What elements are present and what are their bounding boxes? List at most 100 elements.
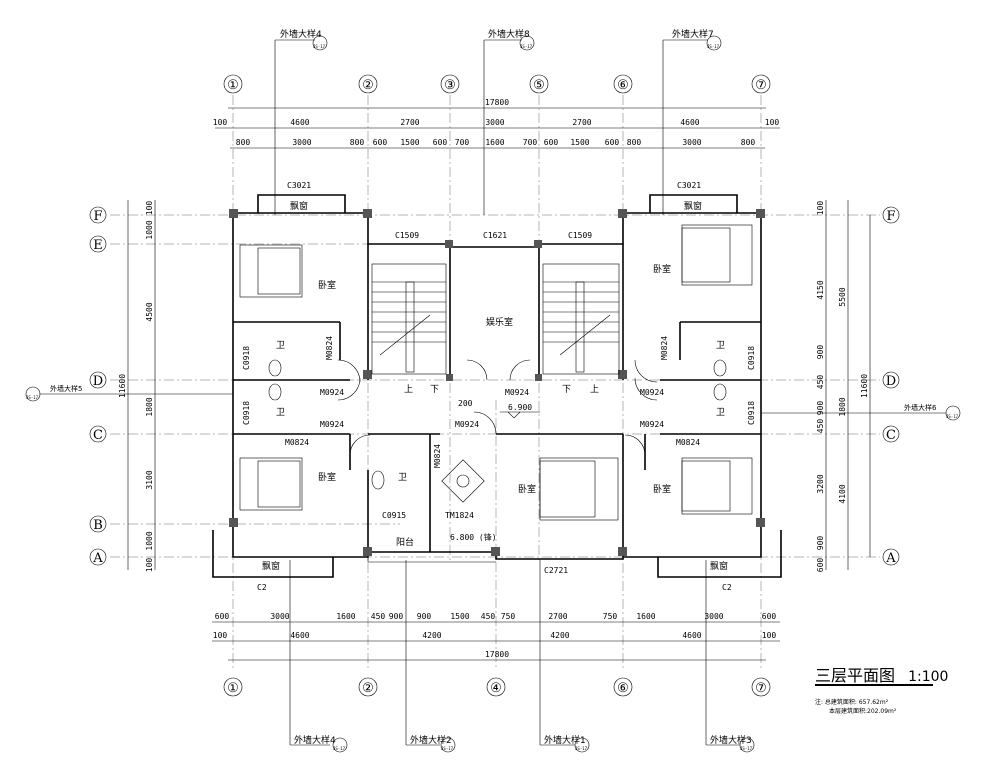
svg-text:1600: 1600 xyxy=(485,138,504,147)
svg-text:450: 450 xyxy=(481,612,496,621)
svg-text:800: 800 xyxy=(236,138,251,147)
svg-text:11600: 11600 xyxy=(118,374,127,398)
svg-text:JS-17: JS-17 xyxy=(946,414,959,419)
svg-text:C0918: C0918 xyxy=(242,401,251,425)
svg-text:11600: 11600 xyxy=(860,374,869,398)
callouts-side: JS-17 外墙大样5 JS-17 外墙大样6 xyxy=(25,384,961,421)
beds xyxy=(239,224,753,521)
svg-text:5500: 5500 xyxy=(838,287,847,306)
right-dimensions: 100 4150 900 450 900 450 3200 900 600 55… xyxy=(816,200,871,573)
axis-top-2: ② xyxy=(362,78,374,93)
svg-text:6.900: 6.900 xyxy=(508,403,532,412)
svg-text:100: 100 xyxy=(213,631,228,640)
svg-text:C0918: C0918 xyxy=(747,401,756,425)
svg-text:C3021: C3021 xyxy=(677,181,701,190)
callouts-bottom: 外墙大样4 JS-17 外墙大样2 JS-17 外墙大样1 JS-17 外墙大样… xyxy=(289,560,755,753)
svg-text:4150: 4150 xyxy=(816,280,825,299)
plan-scale: 1:100 xyxy=(908,669,949,685)
title-underline xyxy=(815,684,933,686)
svg-text:外墙大样5: 外墙大样5 xyxy=(50,384,82,393)
svg-text:C: C xyxy=(93,428,103,443)
svg-text:TM1824: TM1824 xyxy=(445,511,474,520)
svg-text:700: 700 xyxy=(523,138,538,147)
svg-text:17800: 17800 xyxy=(485,98,509,107)
stair-down-right: 下 xyxy=(562,385,571,395)
svg-text:450: 450 xyxy=(816,419,825,434)
svg-text:外墙大样7: 外墙大样7 xyxy=(672,28,714,40)
svg-text:600: 600 xyxy=(373,138,388,147)
svg-text:B: B xyxy=(93,518,103,533)
svg-text:JS-17: JS-17 xyxy=(707,44,720,49)
svg-text:4600: 4600 xyxy=(680,118,699,127)
svg-text:900: 900 xyxy=(816,345,825,360)
svg-text:1800: 1800 xyxy=(145,397,154,416)
svg-text:外墙大样2: 外墙大样2 xyxy=(410,734,452,746)
bottom-dimensions: 600 3000 1600 450 900 900 1500 450 750 2… xyxy=(212,612,780,661)
svg-text:外墙大样6: 外墙大样6 xyxy=(904,403,937,412)
svg-text:100: 100 xyxy=(762,631,777,640)
svg-text:600: 600 xyxy=(433,138,448,147)
svg-text:600: 600 xyxy=(215,612,230,621)
svg-text:D: D xyxy=(886,374,896,389)
svg-text:4600: 4600 xyxy=(682,631,701,640)
bay-window-se: 飘窗 xyxy=(710,560,728,572)
svg-text:1500: 1500 xyxy=(570,138,589,147)
axis-top-6: ⑥ xyxy=(617,78,629,93)
axis-grid xyxy=(110,95,880,670)
staircase-right xyxy=(542,263,620,375)
svg-text:750: 750 xyxy=(603,612,618,621)
top-dimensions: 17800 100 4600 2700 3000 2700 4600 100 8… xyxy=(213,98,780,149)
svg-text:C0918: C0918 xyxy=(747,346,756,370)
dining-table xyxy=(441,459,485,503)
svg-text:⑦: ⑦ xyxy=(755,681,767,696)
area-note: 注: 总建筑面积: 657.62m² 本层建筑面积:202.09m² xyxy=(815,698,896,716)
svg-text:1800: 1800 xyxy=(838,397,847,416)
room-bedroom-sw: 卧室 xyxy=(318,471,336,483)
svg-text:C3021: C3021 xyxy=(287,181,311,190)
svg-text:C2: C2 xyxy=(722,583,732,592)
svg-text:3100: 3100 xyxy=(145,470,154,489)
svg-text:外墙大样4: 外墙大样4 xyxy=(294,734,336,746)
svg-text:M0924: M0924 xyxy=(455,420,479,429)
axis-bubbles-top: ① ② ③ ⑤ ⑥ ⑦ xyxy=(223,74,771,94)
svg-text:800: 800 xyxy=(741,138,756,147)
svg-text:JS-17: JS-17 xyxy=(575,746,588,751)
axis-top-1: ① xyxy=(227,78,239,93)
svg-text:800: 800 xyxy=(350,138,365,147)
svg-text:600: 600 xyxy=(816,558,825,573)
svg-text:E: E xyxy=(93,238,103,253)
svg-text:4500: 4500 xyxy=(145,302,154,321)
callouts-top: 外墙大样4 JS-17 外墙大样8 JS-17 外墙大样7 JS-17 xyxy=(274,28,722,215)
svg-text:3000: 3000 xyxy=(682,138,701,147)
bay-window-sw: 飘窗 xyxy=(262,560,280,572)
svg-text:D: D xyxy=(93,374,103,389)
svg-text:M0924: M0924 xyxy=(320,420,344,429)
svg-text:900: 900 xyxy=(816,401,825,416)
svg-text:M0824: M0824 xyxy=(433,444,442,468)
svg-text:700: 700 xyxy=(455,138,470,147)
svg-text:4600: 4600 xyxy=(290,118,309,127)
columns xyxy=(229,209,765,556)
svg-text:3000: 3000 xyxy=(485,118,504,127)
svg-text:JS-17: JS-17 xyxy=(333,746,346,751)
room-entertainment: 娱乐室 xyxy=(486,316,513,328)
svg-text:3000: 3000 xyxy=(704,612,723,621)
svg-text:F: F xyxy=(93,209,102,224)
door-swings xyxy=(337,359,658,456)
svg-text:900: 900 xyxy=(389,612,404,621)
svg-text:2700: 2700 xyxy=(548,612,567,621)
svg-text:750: 750 xyxy=(501,612,516,621)
svg-text:3000: 3000 xyxy=(270,612,289,621)
svg-text:C2: C2 xyxy=(257,583,267,592)
svg-text:M0924: M0924 xyxy=(640,420,664,429)
room-bath-4: 卫 xyxy=(716,408,725,418)
svg-text:100: 100 xyxy=(145,201,154,216)
svg-text:JS-17: JS-17 xyxy=(740,746,753,751)
svg-text:100: 100 xyxy=(145,558,154,573)
svg-text:17800: 17800 xyxy=(485,650,509,659)
room-bath-1: 卫 xyxy=(276,341,285,351)
elevation-marks: 200 6.900 6.800 (锋) xyxy=(450,399,540,542)
svg-text:4100: 4100 xyxy=(838,484,847,503)
door-labels: M0824 M0824 M0924 M0924 M0924 M0924 M092… xyxy=(285,336,700,520)
